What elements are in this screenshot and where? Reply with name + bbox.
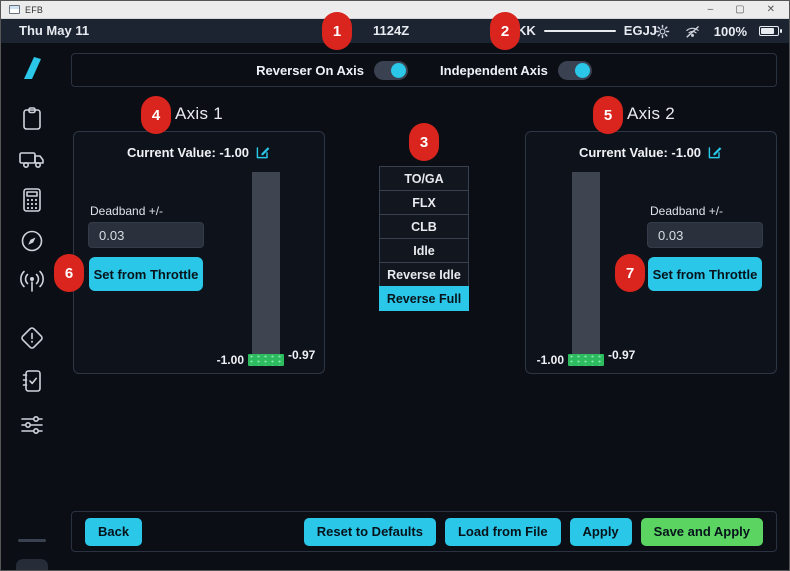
detent-idle[interactable]: Idle [379,238,469,263]
status-time-zulu: 1124Z [373,23,410,38]
detent-reverse-idle[interactable]: Reverse Idle [379,262,469,287]
warning-diamond-icon [21,327,43,349]
axis2-bar-max: -0.97 [608,348,636,362]
axis2-throttle-track[interactable] [572,172,600,362]
reverser-on-axis-toggle[interactable] [374,60,409,80]
sidebar-item-settings-sliders[interactable] [12,405,52,445]
detent-toga[interactable]: TO/GA [379,166,469,191]
axis2-deadband-input[interactable] [647,222,763,248]
battery-icon [759,26,782,36]
window-title: EFB [25,4,44,15]
axis1-deadband-label: Deadband +/- [90,204,164,218]
edit-icon[interactable] [255,144,271,160]
axis2-panel: Current Value: -1.00 Deadband +/- Set fr… [525,131,777,374]
route-to: EGJJ [623,23,658,38]
route-from: KK [517,23,536,38]
apply-button[interactable]: Apply [569,517,632,546]
detent-clb[interactable]: CLB [379,214,469,239]
load-from-file-button[interactable]: Load from File [444,517,561,546]
sidebar-item-checklist[interactable] [12,361,52,401]
gear-icon[interactable] [654,23,671,40]
axis2-current-value: Current Value: -1.00 [578,144,702,160]
back-button[interactable]: Back [85,517,143,546]
airline-logo-icon [24,57,41,79]
annotation-badge-5: 5 [593,96,623,134]
axis1-panel: Current Value: -1.00 Deadband +/- Set fr… [73,131,325,374]
axis-options-bar: Reverser On Axis Independent Axis [71,53,777,87]
toggle-knob [391,62,407,78]
axis1-bar-min: -1.00 [216,353,244,367]
flight-route: KK EGJJ [517,23,657,38]
notebook-check-icon [22,370,41,392]
save-and-apply-button[interactable]: Save and Apply [640,517,763,546]
sidebar-item-clipboard[interactable] [12,99,52,139]
battery-percent: 100% [713,23,747,39]
os-titlebar: EFB – ▢ ✕ [1,1,789,19]
calculator-icon [23,188,41,212]
reverser-on-axis-label: Reverser On Axis [256,62,365,78]
sidebar-item-navigation[interactable] [12,221,52,261]
maximize-button[interactable]: ▢ [735,3,745,15]
axis1-deadband-input[interactable] [88,222,204,248]
annotation-badge-2: 2 [490,12,520,50]
axis1-current-value: Current Value: -1.00 [126,144,250,160]
clipboard-icon [23,107,41,130]
route-progress-line [543,29,616,32]
status-date: Thu May 11 [19,23,90,38]
sidebar-item-radio[interactable] [12,262,52,302]
minimize-button[interactable]: – [707,3,714,15]
detent-reverse-full[interactable]: Reverse Full [379,286,469,311]
axis2-deadband-zone [568,354,604,366]
reset-to-defaults-button[interactable]: Reset to Defaults [303,517,436,546]
annotation-badge-4: 4 [141,96,171,134]
truck-icon [19,152,44,169]
edit-icon[interactable] [707,144,723,160]
toggle-knob [574,62,590,78]
compass-icon [21,230,43,252]
close-button[interactable]: ✕ [766,3,775,15]
annotation-badge-3: 3 [409,123,439,161]
axis1-throttle-track[interactable] [252,172,280,362]
axis2-bar-min: -1.00 [536,353,564,367]
sidebar-item-alerts[interactable] [12,318,52,358]
antenna-icon [20,270,44,292]
wifi-off-icon [686,25,699,38]
axis2-set-from-throttle-button[interactable]: Set from Throttle [648,257,762,291]
sidebar-item-calculator[interactable] [12,180,52,220]
annotation-badge-1: 1 [322,12,352,50]
sidebar-nav [1,43,63,570]
axis1-bar-max: -0.97 [288,348,316,362]
status-bar: Thu May 11 1124Z KK EGJJ 100% [1,19,789,43]
axis1-deadband-zone [248,354,284,366]
annotation-badge-6: 6 [54,254,84,292]
sliders-icon [21,415,43,435]
axis1-title: Axis 1 [174,104,224,123]
sidebar-divider [18,539,46,542]
detent-flx[interactable]: FLX [379,190,469,215]
sidebar-item-vehicle[interactable] [12,139,52,179]
detent-list: TO/GA FLX CLB Idle Reverse Idle Reverse … [379,166,469,311]
axis1-set-from-throttle-button[interactable]: Set from Throttle [89,257,203,291]
axis2-deadband-label: Deadband +/- [650,204,724,218]
app-icon [9,5,20,14]
axis2-title: Axis 2 [626,104,676,123]
annotation-badge-7: 7 [615,254,645,292]
sidebar-item-settings-active[interactable] [16,559,48,570]
footer-action-bar: Back Reset to Defaults Load from File Ap… [71,511,777,552]
independent-axis-label: Independent Axis [440,62,548,78]
independent-axis-toggle[interactable] [557,60,592,80]
